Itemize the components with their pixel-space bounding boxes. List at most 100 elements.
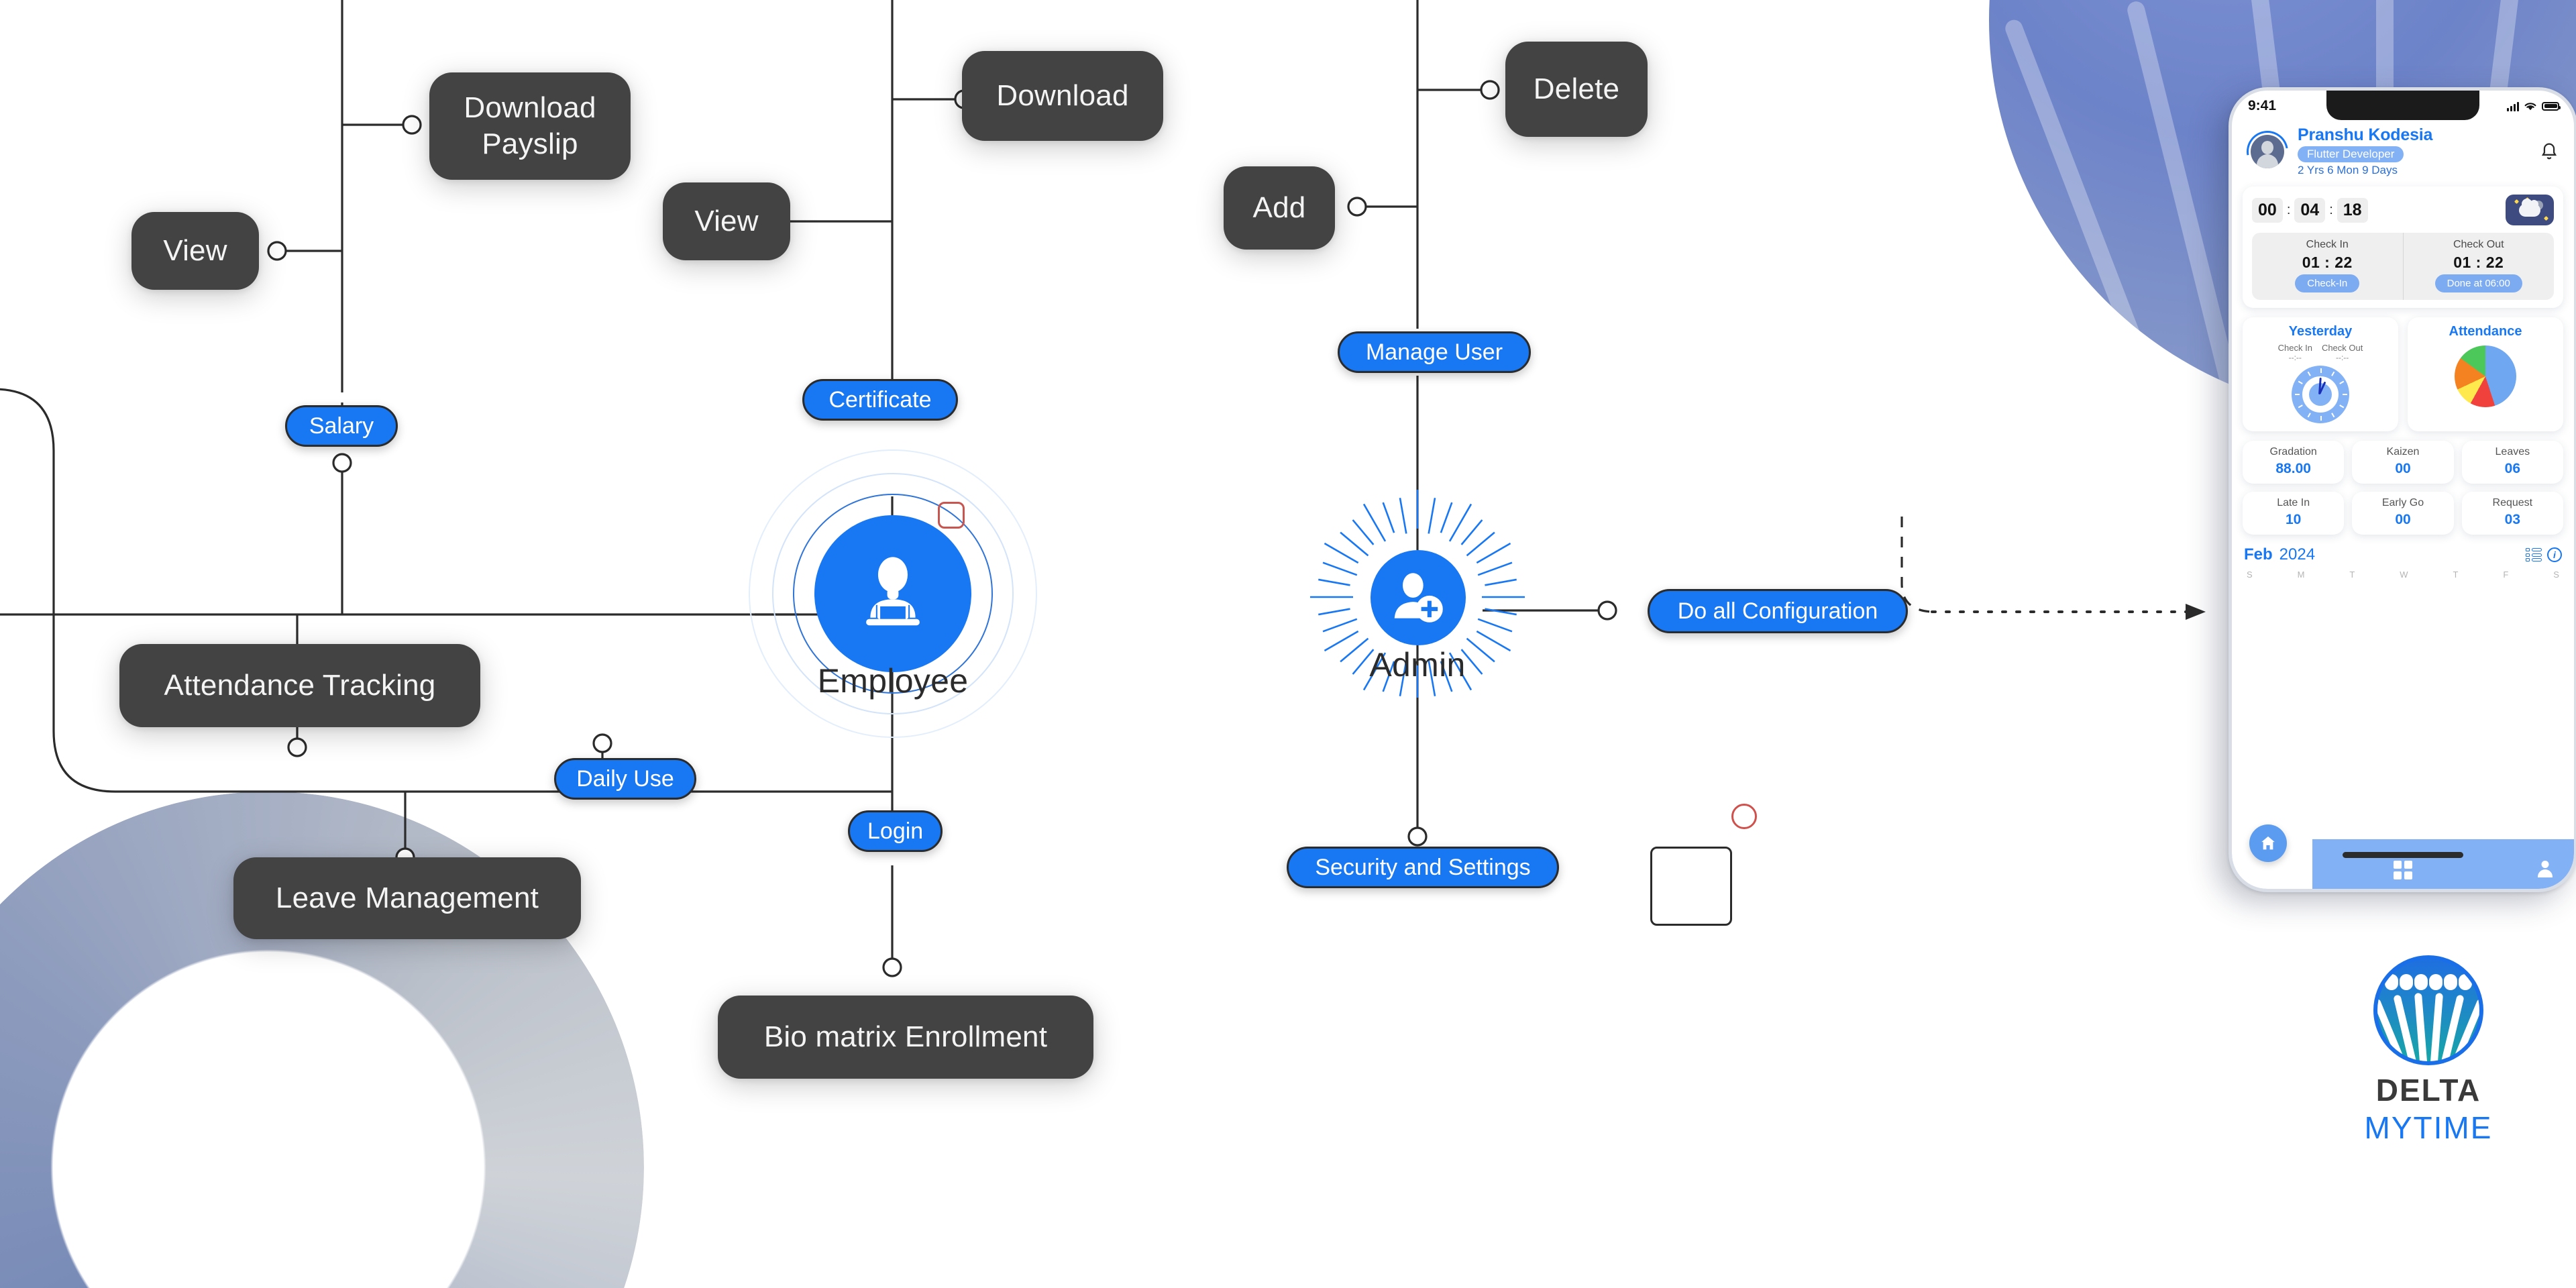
card-label: View	[694, 205, 759, 238]
brand-line-1: DELTA	[2375, 1073, 2481, 1108]
home-icon[interactable]	[2249, 824, 2287, 862]
card-bio-matrix-enrollment[interactable]: Bio matrix Enrollment	[718, 996, 1093, 1079]
card-download-payslip[interactable]: Download Payslip	[429, 72, 631, 180]
stat-value: 03	[2504, 512, 2520, 527]
logo-strand-cap	[2385, 974, 2398, 990]
pill-login[interactable]: Login	[848, 810, 943, 852]
admin-add-user-icon	[1394, 573, 1443, 623]
card-view-salary[interactable]: View	[131, 212, 259, 290]
admin-disc[interactable]	[1371, 550, 1466, 645]
avatar[interactable]	[2238, 122, 2297, 180]
check-out-block: Check Out 01 : 22 Done at 06:00	[2402, 233, 2555, 300]
yesterday-title: Yesterday	[2288, 324, 2353, 339]
pill-do-all-configuration[interactable]: Do all Configuration	[1648, 589, 1908, 633]
check-out-label: Check Out	[2453, 239, 2504, 250]
employee-ring-mid	[772, 473, 1014, 714]
battery-icon	[2542, 101, 2561, 111]
decorative-strand	[2002, 17, 2202, 416]
card-label: Add	[1252, 191, 1306, 225]
stat-kaizen[interactable]: Kaizen 00	[2352, 441, 2454, 484]
node-admin[interactable]: Admin	[1310, 490, 1525, 724]
admin-label: Admin	[1369, 646, 1466, 684]
bell-icon[interactable]	[2538, 140, 2561, 163]
pill-daily-use[interactable]: Daily Use	[554, 758, 696, 800]
card-label: View	[163, 234, 227, 268]
brand-line-2: MYTIME	[2364, 1110, 2493, 1145]
card-view-certificate[interactable]: View	[663, 182, 790, 260]
card-label: Download Payslip	[464, 91, 596, 160]
calendar-month[interactable]: Feb	[2244, 545, 2273, 564]
yesterday-checkin-value: --:--	[2288, 353, 2302, 362]
stats-grid: Gradation 88.00 Kaizen 00 Leaves 06 Late…	[2243, 441, 2563, 535]
signal-icon	[2507, 101, 2519, 111]
node-employee[interactable]: Employee	[749, 449, 1037, 751]
info-icon[interactable]: i	[2547, 547, 2562, 562]
card-delete-user[interactable]: Delete	[1505, 42, 1648, 137]
attendance-card[interactable]: Attendance	[2408, 317, 2563, 431]
grid-icon[interactable]	[2394, 861, 2412, 879]
pill-security-and-settings[interactable]: Security and Settings	[1287, 847, 1559, 888]
admin-sunburst-icon	[1310, 490, 1525, 698]
calendar-year[interactable]: 2024	[2279, 545, 2316, 564]
home-indicator	[2343, 852, 2463, 858]
check-in-block: Check In 01 : 22 Check-In	[2252, 233, 2403, 300]
logo-strand-cap	[2414, 974, 2428, 990]
stat-leaves[interactable]: Leaves 06	[2461, 441, 2563, 484]
pill-label: Daily Use	[576, 765, 674, 792]
card-download-certificate[interactable]: Download	[962, 51, 1163, 141]
yesterday-checkout-label: Check Out	[2321, 343, 2363, 353]
profile-tenure: 2 Yrs 6 Mon 9 Days	[2298, 164, 2398, 176]
timer-seconds: 18	[2337, 197, 2368, 223]
stat-gradation[interactable]: Gradation 88.00	[2243, 441, 2345, 484]
check-in-button[interactable]: Check-In	[2295, 274, 2360, 292]
person-icon[interactable]	[2536, 861, 2554, 878]
stat-request[interactable]: Request 03	[2461, 492, 2563, 535]
stat-value: 00	[2395, 512, 2411, 527]
decorative-circle-red	[1731, 804, 1757, 829]
card-label: Bio matrix Enrollment	[763, 1020, 1048, 1054]
card-attendance-tracking[interactable]: Attendance Tracking	[119, 644, 480, 727]
check-out-time: 01 : 22	[2453, 254, 2504, 271]
calendar-weekday: F	[2503, 570, 2509, 580]
stat-late-in[interactable]: Late In 10	[2243, 492, 2345, 535]
card-label: Download	[996, 79, 1129, 113]
card-leave-management[interactable]: Leave Management	[233, 857, 581, 939]
logo-strand-cap	[2459, 974, 2472, 990]
stat-value: 88.00	[2275, 461, 2311, 476]
status-time: 9:41	[2248, 98, 2277, 113]
check-out-button[interactable]: Done at 06:00	[2434, 274, 2522, 292]
attendance-pie-chart	[2455, 345, 2516, 407]
card-add-user[interactable]: Add	[1224, 166, 1335, 250]
attendance-title: Attendance	[2449, 324, 2522, 339]
stat-early-go[interactable]: Early Go 00	[2352, 492, 2454, 535]
timer-sep-2: :	[2329, 202, 2333, 217]
profile-role-badge: Flutter Developer	[2298, 146, 2404, 162]
calendar-weekday: T	[2349, 570, 2355, 580]
pill-label: Manage User	[1365, 339, 1503, 365]
calendar-weekday: S	[2247, 570, 2253, 580]
phone-status-bar: 9:41	[2232, 91, 2574, 121]
card-label: Attendance Tracking	[164, 669, 436, 702]
phone-mockup: 9:41 Pranshu Kodesia Flutter De	[2229, 87, 2576, 892]
analog-clock-icon	[2292, 366, 2349, 423]
pill-label: Security and Settings	[1315, 854, 1531, 880]
stat-label: Request	[2492, 497, 2533, 508]
pill-certificate[interactable]: Certificate	[802, 379, 958, 421]
pill-manage-user[interactable]: Manage User	[1338, 331, 1531, 373]
pill-label: Salary	[309, 413, 374, 439]
yesterday-card[interactable]: Yesterday Check In --:-- Check Out --:--	[2243, 317, 2398, 431]
yesterday-checkin-label: Check In	[2277, 343, 2312, 353]
brand-logo: DELTA MYTIME	[2304, 955, 2553, 1146]
wifi-icon	[2524, 102, 2536, 110]
employee-disc[interactable]	[814, 515, 971, 672]
stat-value: 06	[2504, 461, 2520, 476]
stat-label: Late In	[2277, 497, 2310, 508]
timer-hours: 00	[2252, 197, 2283, 223]
stat-label: Kaizen	[2386, 446, 2420, 458]
pill-salary[interactable]: Salary	[285, 405, 398, 447]
list-icon[interactable]	[2526, 548, 2542, 561]
logo-strand-cap	[2429, 974, 2443, 990]
check-in-time: 01 : 22	[2302, 254, 2353, 271]
employee-desk-icon	[866, 557, 920, 626]
